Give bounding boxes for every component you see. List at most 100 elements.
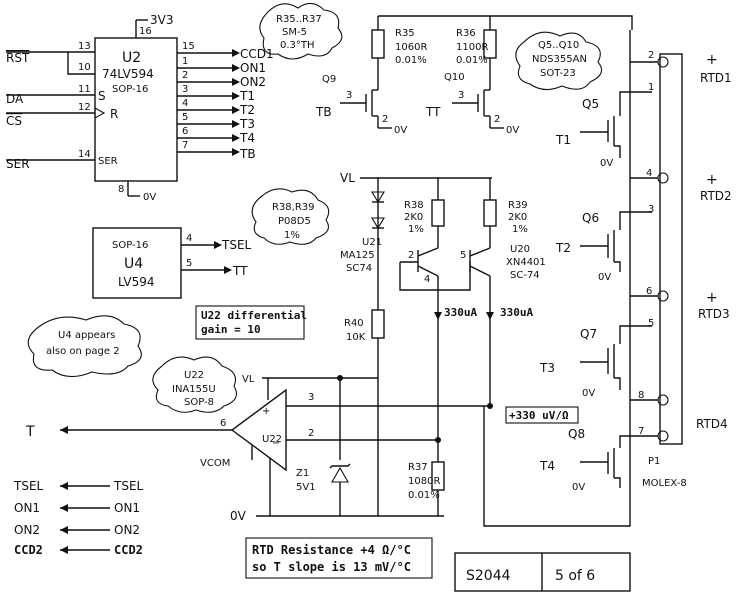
note-u22: U22 INA155U SOP-8 [152,356,237,413]
u2-outputs: 15 CCD1 1 ON1 2 ON2 3 T1 4 T2 5 T3 6 T4 … [177,41,274,161]
u2-in-label-r: R [110,107,118,121]
u2-out-pin-5: 5 [182,112,188,123]
u4-name: U4 [124,256,143,272]
note-q5-q10-l1: Q5..Q10 [538,40,579,51]
u2-out-t1: T1 [239,89,255,103]
u22-chip-name: U22 [262,434,282,445]
note-r35-r37-l1: R35..R37 [276,14,322,25]
u21-package: SC74 [346,263,372,274]
note-u22-l3: SOP-8 [184,397,214,408]
r39-value: 2K0 [508,212,527,223]
u2-in-ser: SER [6,157,30,171]
r39-tol: 1% [512,224,528,235]
u2-in-pin-11: 11 [78,84,91,95]
u2-in-label-s: S [98,89,106,103]
sig-row3-right: ON2 [114,523,140,537]
svg-text:6: 6 [220,418,226,429]
u20-part: XN4401 [506,257,546,268]
u2-in-pin-14: 14 [78,149,91,160]
u2-vcc-pin: 16 [139,26,152,37]
r35-value: 1060R [395,42,427,53]
r38-value: 2K0 [404,212,423,223]
chip-u2: U2 74LV594 SOP-16 3V3 16 0V 8 RST 13 10 … [6,13,274,203]
u2-vcc: 3V3 [150,13,173,27]
rtd-mux-section: P1 MOLEX-8 RTD1 RTD2 RTD3 RTD4 + + + 2 1… [483,30,732,527]
q8-ov: 0V [572,482,585,493]
svg-text:6: 6 [646,286,652,297]
svg-text:3: 3 [458,90,464,101]
r37-value: 1080R [408,476,440,487]
box-voltage-per-ohm-text: +330 uV/Ω [509,409,569,422]
u2-in-cs: CS [6,114,22,128]
sig-row1-right: TSEL [113,479,144,493]
u21-name: U21 [362,237,382,248]
note-q5-q10-l3: SOT-23 [540,68,576,79]
r37-tol: 0.01% [408,490,440,501]
note-u22-l1: U22 [184,370,204,381]
box-rtd-resistance: RTD Resistance +4 Ω/°C so T slope is 13 … [245,537,433,579]
u4-out-tt: TT [232,264,248,278]
u2-out-on2: ON2 [240,75,266,89]
q10-ov: 0V [506,125,519,136]
u2-in-label-ser: SER [98,156,118,167]
u4-out-pin-4: 4 [186,233,192,244]
note-u4-page-l2: also on page 2 [46,346,120,357]
q10-gate-label: TT [425,105,441,119]
q8-name: Q8 [568,427,585,441]
q5-ov: 0V [600,158,613,169]
chip-u4: SOP-16 U4 LV594 4 TSEL 5 TT [92,227,252,299]
u22-vl: VL [242,374,255,385]
r36-tol: 0.01% [456,55,488,66]
rtd2-label: RTD2 [700,189,732,203]
svg-text:2: 2 [408,250,414,261]
rtd3-plus: + [706,290,718,306]
svg-text:4: 4 [646,168,652,179]
title-page: 5 of 6 [555,568,595,584]
u21-part: MA125 [340,250,375,261]
rtd2-plus: + [706,172,718,188]
r39-name: R39 [508,200,528,211]
u2-out-t2: T2 [239,103,255,117]
svg-text:5: 5 [460,250,466,261]
u2-name: U2 [122,50,141,66]
ov-rail-label: 0V [230,509,247,523]
q7-ov: 0V [582,388,595,399]
u2-out-tb: TB [239,147,256,161]
note-u22-l2: INA155U [172,384,216,395]
title-block: S2044 5 of 6 [454,552,631,592]
q9-gate-label: TB [315,105,332,119]
svg-text:5: 5 [648,318,654,329]
note-q5-q10-l2: NDS355AN [532,54,587,65]
u2-gnd-pin: 8 [118,184,124,195]
u4-package: SOP-16 [112,240,148,251]
sig-row2-right: ON1 [114,501,140,515]
box-voltage-per-ohm: +330 uV/Ω [505,406,579,424]
u2-gnd: 0V [143,192,156,203]
u22-plus: + [262,406,270,417]
u2-out-pin-15: 15 [182,41,195,52]
r35-r36-section: R35 1060R 0.01% R36 1100R 0.01% TB 3 Q9 … [315,15,633,136]
svg-text:3: 3 [308,392,314,403]
note-r38-r39-l3: 1% [284,230,300,241]
r38-tol: 1% [408,224,424,235]
svg-text:7: 7 [638,426,644,437]
u2-out-on1: ON1 [240,61,266,75]
note-r38-r39-l2: P08D5 [278,216,311,227]
u2-part: 74LV594 [102,67,154,81]
r40-value: 10K [346,332,366,343]
rtd3-label: RTD3 [698,307,730,321]
note-r35-r37: R35..R37 SM-5 0.3°TH [259,2,343,60]
u2-out-pin-6: 6 [182,126,188,137]
svg-text:2: 2 [494,114,500,125]
svg-text:8: 8 [638,390,644,401]
u2-in-pin-13: 13 [78,41,91,52]
q6-name: Q6 [582,211,599,225]
svg-text:3: 3 [346,90,352,101]
u22-vcom: VCOM [200,458,230,469]
title-doc: S2044 [466,568,511,584]
note-r35-r37-l3: 0.3°TH [280,40,315,51]
r35-tol: 0.01% [395,55,427,66]
r38-name: R38 [404,200,424,211]
u2-in-pin-12: 12 [78,102,91,113]
